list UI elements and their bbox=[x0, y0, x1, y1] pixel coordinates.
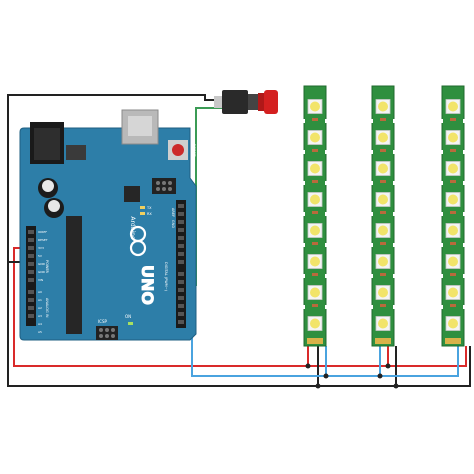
arduino-board: RESET UNO Arduino ICSP ON TX RX AREF GND… bbox=[19, 109, 197, 341]
led-strip-1 bbox=[302, 85, 328, 347]
resistor bbox=[312, 304, 318, 307]
svg-text:A5: A5 bbox=[38, 330, 42, 334]
led bbox=[448, 101, 458, 112]
svg-text:A0: A0 bbox=[38, 290, 42, 294]
button-cap bbox=[264, 90, 278, 114]
icsp-label: ICSP bbox=[98, 319, 108, 324]
resistor bbox=[380, 242, 386, 245]
arduino-logo bbox=[129, 225, 147, 257]
rx-led bbox=[140, 212, 145, 215]
usb-chip bbox=[124, 186, 140, 202]
ground-wire bbox=[7, 261, 397, 387]
power-header bbox=[26, 226, 36, 326]
digital-label: DIGITAL (PWM~) bbox=[164, 262, 168, 292]
svg-text:5V: 5V bbox=[38, 254, 43, 258]
led bbox=[448, 132, 458, 143]
svg-text:IOREF: IOREF bbox=[38, 230, 47, 234]
voltage-regulator bbox=[66, 145, 86, 160]
wire-junctions bbox=[305, 363, 399, 389]
svg-text:3V3: 3V3 bbox=[38, 246, 44, 250]
resistor bbox=[380, 149, 386, 152]
led bbox=[448, 163, 458, 174]
resistor bbox=[312, 242, 318, 245]
button-ground-wire bbox=[7, 94, 222, 262]
resistor bbox=[312, 211, 318, 214]
icsp-header-top bbox=[152, 178, 176, 194]
solder-pads bbox=[375, 338, 391, 344]
led bbox=[378, 101, 388, 112]
resistor bbox=[380, 304, 386, 307]
led bbox=[378, 194, 388, 205]
led bbox=[378, 287, 388, 298]
svg-text:RESET: RESET bbox=[38, 238, 48, 242]
led bbox=[448, 318, 458, 329]
resistor bbox=[380, 211, 386, 214]
rx-label: RX bbox=[147, 212, 152, 216]
led bbox=[310, 287, 320, 298]
digital-header bbox=[176, 200, 186, 328]
analog-pin-labels: A0 A1 A2 A3 A4 A5 bbox=[38, 290, 42, 334]
led bbox=[310, 163, 320, 174]
led-strips bbox=[302, 85, 466, 347]
brand-label: Arduino bbox=[129, 216, 136, 240]
resistor bbox=[450, 273, 456, 276]
solder-pads bbox=[307, 338, 323, 344]
resistor bbox=[312, 118, 318, 121]
led bbox=[378, 225, 388, 236]
svg-text:VIN: VIN bbox=[38, 278, 43, 282]
svg-text:A4: A4 bbox=[38, 322, 42, 326]
power-pin-labels: IOREF RESET 3V3 5V GND GND VIN bbox=[38, 230, 48, 282]
resistor bbox=[380, 273, 386, 276]
led bbox=[448, 287, 458, 298]
on-label: ON bbox=[125, 314, 131, 319]
resistor bbox=[312, 273, 318, 276]
led-strip-2 bbox=[370, 85, 396, 347]
led bbox=[378, 256, 388, 267]
led-strip-3 bbox=[440, 85, 466, 347]
svg-text:GND: GND bbox=[38, 262, 46, 266]
resistor bbox=[450, 242, 456, 245]
svg-text:A1: A1 bbox=[38, 298, 42, 302]
uno-label: UNO bbox=[138, 265, 157, 305]
led bbox=[310, 225, 320, 236]
reset-label: RESET bbox=[191, 144, 196, 157]
led bbox=[378, 318, 388, 329]
power-label: POWER bbox=[45, 260, 49, 274]
led bbox=[448, 256, 458, 267]
resistor bbox=[450, 304, 456, 307]
resistor bbox=[312, 180, 318, 183]
led bbox=[448, 225, 458, 236]
analog-label: ANALOG IN bbox=[45, 298, 49, 318]
icsp-header-bottom bbox=[96, 326, 118, 340]
svg-text:A3: A3 bbox=[38, 314, 42, 318]
resistor bbox=[450, 149, 456, 152]
solder-pads bbox=[445, 338, 461, 344]
led bbox=[378, 132, 388, 143]
tx-label: TX bbox=[146, 206, 152, 210]
atmega-chip bbox=[66, 216, 82, 334]
gnd-label: GND bbox=[171, 220, 175, 228]
led bbox=[310, 101, 320, 112]
push-button bbox=[214, 90, 278, 114]
svg-text:GND: GND bbox=[38, 270, 46, 274]
aref-label: AREF bbox=[171, 208, 175, 217]
led bbox=[378, 163, 388, 174]
svg-text:A2: A2 bbox=[38, 306, 42, 310]
led bbox=[310, 194, 320, 205]
resistor bbox=[450, 118, 456, 121]
resistor bbox=[312, 149, 318, 152]
resistor bbox=[380, 180, 386, 183]
on-led bbox=[128, 322, 133, 325]
resistor bbox=[450, 180, 456, 183]
resistor bbox=[450, 211, 456, 214]
ground-wire-strip3 bbox=[396, 346, 471, 387]
led bbox=[448, 194, 458, 205]
led bbox=[310, 132, 320, 143]
resistor bbox=[380, 118, 386, 121]
led bbox=[310, 256, 320, 267]
led bbox=[310, 318, 320, 329]
tx-led bbox=[140, 206, 145, 209]
